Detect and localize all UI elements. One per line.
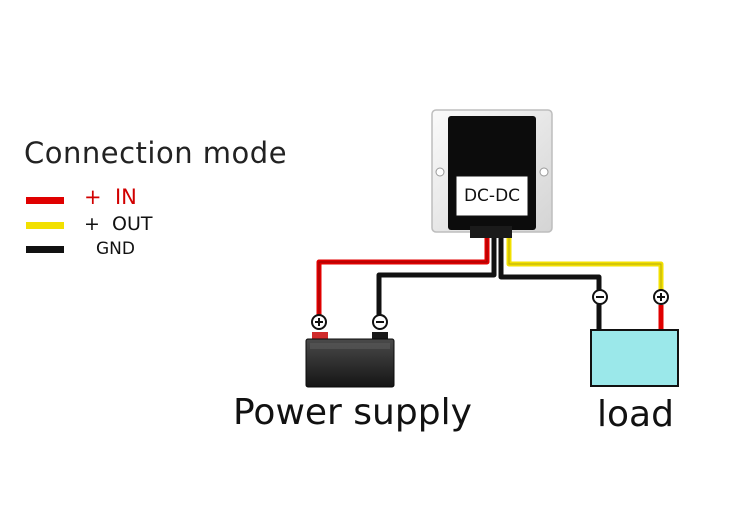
legend-swatch-yellow bbox=[26, 222, 64, 229]
power-supply-battery bbox=[305, 332, 395, 388]
output-positive-wire bbox=[506, 238, 664, 295]
battery-plus-terminal-icon bbox=[311, 314, 327, 330]
legend-swatch-black bbox=[26, 246, 64, 253]
load-box bbox=[590, 329, 679, 387]
output-ground-wire bbox=[498, 238, 602, 332]
legend-title: Connection mode bbox=[24, 136, 288, 170]
legend-swatch-red bbox=[26, 197, 64, 204]
load-minus-terminal-icon bbox=[592, 289, 608, 305]
converter-label: DC-DC bbox=[463, 186, 521, 206]
dc-dc-converter bbox=[431, 109, 553, 238]
legend-label-gnd: GND bbox=[96, 239, 135, 259]
battery-minus-terminal-icon bbox=[372, 314, 388, 330]
input-positive-wire bbox=[316, 238, 490, 320]
mounting-hole-right-icon bbox=[539, 167, 549, 177]
power-supply-label: Power supply bbox=[233, 392, 472, 433]
legend-label-in: + IN bbox=[84, 185, 137, 209]
load-plus-terminal-icon bbox=[653, 289, 669, 305]
input-ground-wire bbox=[376, 238, 497, 320]
wires bbox=[316, 238, 664, 332]
legend-label-out: + OUT bbox=[84, 213, 153, 235]
load-label: load bbox=[597, 394, 674, 435]
mounting-hole-left-icon bbox=[435, 167, 445, 177]
